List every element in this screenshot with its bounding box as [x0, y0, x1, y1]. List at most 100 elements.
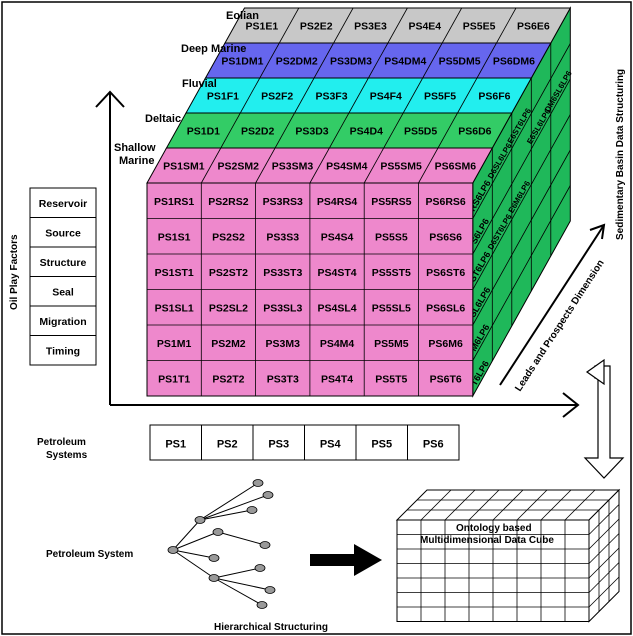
- tree-branch-node: [212, 528, 224, 536]
- tree-branch-node: [208, 554, 220, 562]
- front-cell: PS6S6: [429, 231, 462, 243]
- layer-cell: PS5SM5: [380, 161, 422, 173]
- front-cell: PS6SL6: [426, 302, 465, 314]
- system-cell: [149, 424, 202, 461]
- data-cube-label-1: Ontology based: [456, 523, 532, 534]
- layer-cell: PS5DM5: [439, 56, 481, 68]
- front-cell: PS1T1: [158, 373, 190, 385]
- layer-cell: PS1SM1: [163, 161, 205, 173]
- front-cell: PS3ST3: [263, 267, 302, 279]
- factors-title: Oil Play Factors: [9, 234, 20, 310]
- layer-cell: PS6E6: [517, 21, 550, 33]
- layer-label-shallow: Shallow: [114, 142, 156, 154]
- layer-cell: PS6F6: [478, 91, 510, 103]
- factor-label: Structure: [40, 257, 87, 269]
- layer-cell: PS2E2: [300, 21, 333, 33]
- factor-cell: [29, 305, 97, 336]
- front-cell: PS6ST6: [426, 267, 465, 279]
- layer-cell: PS6D6: [458, 126, 491, 138]
- layer-cell: PS1F1: [207, 91, 239, 103]
- systems-title-line1: Petroleum: [37, 437, 86, 448]
- front-cell: PS5S5: [375, 231, 408, 243]
- layer-label-fluvial: Fluvial: [182, 78, 217, 90]
- front-cell: PS4RS4: [317, 196, 357, 208]
- front-cell: PS2ST2: [209, 267, 248, 279]
- front-cell: PS1S1: [158, 231, 191, 243]
- tree-leaf-node: [264, 586, 276, 594]
- hier-label: Hierarchical Structuring: [214, 622, 328, 633]
- layer-cell: PS2DM2: [276, 56, 318, 68]
- layer-label-marine: Marine: [119, 155, 154, 167]
- front-cell: PS2RS2: [208, 196, 248, 208]
- front-cell: PS4T4: [321, 373, 353, 385]
- front-cell: PS2SL2: [209, 302, 248, 314]
- layer-cell: PS4E4: [408, 21, 441, 33]
- factor-label: Migration: [39, 316, 86, 328]
- layer-cell: PS1E1: [246, 21, 279, 33]
- factor-label: Timing: [46, 345, 80, 357]
- tree-leaf-node: [246, 506, 258, 514]
- layer-cell: PS5D5: [404, 126, 437, 138]
- system-label: PS2: [217, 439, 238, 451]
- layer-cell: PS4DM4: [384, 56, 426, 68]
- connector-arrow: [583, 358, 625, 479]
- layer-label-deltaic: Deltaic: [145, 113, 181, 125]
- front-cell: PS3RS3: [263, 196, 303, 208]
- layer-cell: PS1D1: [187, 126, 220, 138]
- layer-cell: PS3DM3: [330, 56, 372, 68]
- tree-branch-node: [208, 574, 220, 582]
- layer-cell: PS3SM3: [272, 161, 314, 173]
- front-cell: PS2T2: [212, 373, 244, 385]
- front-cell: PS4ST4: [317, 267, 356, 279]
- tree-leaf-node: [256, 601, 268, 609]
- front-cell: PS3M3: [266, 338, 301, 350]
- data-cube-label-2: Multidimensional Data Cube: [420, 535, 554, 546]
- layer-cell: PS6DM6: [493, 56, 535, 68]
- front-cell: PS4M4: [320, 338, 355, 350]
- layer-cell: PS4D4: [350, 126, 383, 138]
- system-label: PS3: [268, 439, 289, 451]
- systems-title-line2: Systems: [46, 450, 88, 461]
- front-cell: PS5T5: [375, 373, 407, 385]
- system-label: PS6: [423, 439, 444, 451]
- tree-leaf-node: [252, 479, 264, 487]
- layer-cell: PS2D2: [241, 126, 274, 138]
- factor-cell: [29, 246, 97, 277]
- front-cell: PS6T6: [430, 373, 462, 385]
- layer-cell: PS3E3: [354, 21, 387, 33]
- layer-cell: PS4F4: [370, 91, 402, 103]
- layer-cell: PS1DM1: [221, 56, 263, 68]
- tree-leaf-node: [254, 564, 266, 572]
- axis-right-label: Sedimentary Basin Data Structuring: [615, 69, 626, 240]
- system-label: PS1: [165, 439, 186, 451]
- front-cell: PS4S4: [321, 231, 354, 243]
- axis-arrows: [95, 90, 606, 418]
- transform-arrow: [310, 544, 382, 576]
- front-cell: PS3T3: [267, 373, 299, 385]
- layer-cell: PS2F2: [261, 91, 293, 103]
- factor-label: Seal: [52, 286, 74, 298]
- system-label: PS4: [320, 439, 342, 451]
- factor-label: Reservoir: [39, 198, 87, 210]
- front-cell: PS5ST5: [372, 267, 411, 279]
- factors-table: ReservoirSourceStructureSealMigrationTim…: [29, 187, 97, 366]
- front-cell: PS5M5: [374, 338, 409, 350]
- layer-cell: PS4SM4: [326, 161, 368, 173]
- front-cell: PS1M1: [157, 338, 192, 350]
- tree-branch-node: [194, 516, 206, 524]
- layer-label-deep-marine: Deep Marine: [181, 43, 246, 55]
- front-cell: PS3SL3: [263, 302, 302, 314]
- layer-label-eolian: Eolian: [226, 10, 259, 22]
- factor-cell: [29, 217, 97, 248]
- system-cell: [252, 424, 305, 461]
- front-cell: PS6RS6: [426, 196, 466, 208]
- factor-label: Source: [45, 227, 81, 239]
- front-cell: PS2S2: [212, 231, 245, 243]
- main-data-cube: RS6LP6S6LP6ST6LP6SL6LP6M6LP6T6LP6D6SL6LP…: [146, 6, 574, 398]
- layer-cell: PS2SM2: [217, 161, 259, 173]
- front-cell: PS1SL1: [155, 302, 194, 314]
- factor-cell: [29, 276, 97, 307]
- front-cell: PS4SL4: [317, 302, 356, 314]
